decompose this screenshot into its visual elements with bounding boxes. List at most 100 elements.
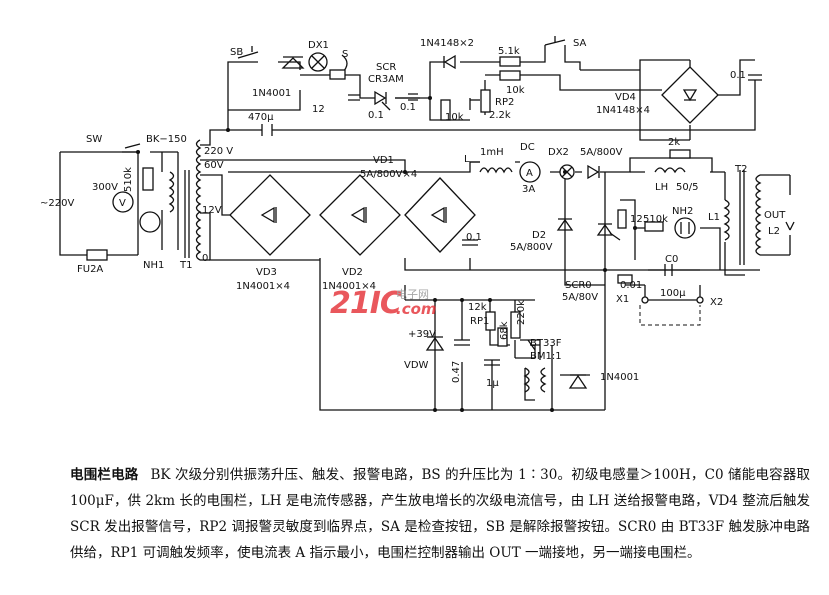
label-d2-part: 5A/800V (510, 242, 553, 253)
label-tap-60v: 60V (204, 160, 224, 171)
label-v: V (119, 198, 126, 209)
junction-dots (136, 96, 637, 412)
switch-sa (544, 36, 566, 46)
resistor-10k-top (499, 70, 521, 81)
label-out: OUT (764, 210, 786, 221)
label-nh1: NH1 (143, 260, 164, 271)
label-tap-12v: 12V (202, 205, 222, 216)
scr-cr3am (374, 90, 391, 111)
label-10k-low: 10k (445, 112, 464, 123)
label-bk150: BK−150 (146, 134, 187, 145)
label-x1: X1 (616, 294, 629, 305)
label-nh2: NH2 (672, 206, 693, 217)
label-l2: L2 (768, 226, 780, 237)
label-0.1-mid: 0.1 (466, 232, 482, 243)
label-0.1-scr: 0.1 (368, 110, 384, 121)
capacitor-0.1-a (348, 94, 360, 101)
watermark-domain: .com (396, 300, 437, 318)
inductor-l (479, 167, 513, 174)
capacitor-1u (484, 359, 500, 366)
fuse (86, 249, 108, 261)
label-rp1: RP1 (470, 316, 489, 327)
label-lh: LH (655, 182, 668, 193)
label-c0: C0 (665, 254, 678, 265)
circuit-schematic: SB DX1 S SCR CR3AM 1N4148×2 5.1k SA 10k … (40, 36, 795, 412)
label-10k-top: 10k (506, 85, 525, 96)
bridge-vd3 (229, 174, 311, 256)
label-1n4001-bottom: 1N4001 (600, 372, 639, 383)
transformer-bk-secondary (195, 139, 202, 261)
label-2k: 2k (668, 137, 680, 148)
label-vd1-part: 5A/800V×4 (360, 169, 417, 180)
label-sw: SW (86, 134, 102, 145)
caption-title: 电围栏电路 (70, 467, 139, 483)
diode-1n4001-top (281, 56, 305, 69)
resistor-220k (510, 311, 521, 339)
label-470u: 470μ (248, 112, 274, 123)
component-labels: SB DX1 S SCR CR3AM 1N4148×2 5.1k SA 10k … (40, 38, 786, 389)
label-39v: +39V (408, 329, 436, 340)
capacitor-0.47 (454, 339, 470, 346)
label-12-b: 12 (630, 214, 643, 225)
diode-1n4148x2 (443, 54, 456, 70)
label-s: S (342, 49, 348, 60)
current-sensor-lh (654, 167, 686, 174)
label-scr0-part: 5A/80V (562, 292, 598, 303)
label-100u: 100μ (660, 288, 686, 299)
label-1n4148x2: 1N4148×2 (420, 38, 474, 49)
label-3a: 3A (522, 184, 535, 195)
label-1n4001-left: 1N4001 (252, 88, 291, 99)
ujt-bt33f (527, 339, 540, 351)
label-vd3-part: 1N4001×4 (236, 281, 290, 292)
label-0.01: 0.01 (620, 280, 642, 291)
terminal-x1 (641, 296, 649, 304)
capacitor-0.1-b (408, 93, 418, 101)
bridge-vd2 (319, 174, 401, 256)
diode-1n4001-bottom (568, 374, 588, 389)
diode-d2 (556, 218, 574, 231)
label-220v-in: ~220V (40, 198, 74, 209)
label-0.1-small: 0.1 (400, 102, 416, 113)
label-tap-220v: 220 V (204, 146, 233, 157)
watermark-number: 21IC (330, 286, 402, 321)
resistor-2k (669, 149, 691, 159)
label-2.2k: 2.2k (489, 110, 511, 121)
label-1n4148x4: 1N4148×4 (596, 105, 650, 116)
label-d2: D2 (532, 230, 546, 241)
label-vd3: VD3 (256, 267, 277, 278)
transformer-t2-secondary (755, 174, 762, 256)
label-sa: SA (573, 38, 587, 49)
scr0 (596, 223, 621, 241)
switch-sb (237, 46, 259, 59)
label-1u: 1μ (486, 378, 499, 389)
label-5.1k: 5.1k (498, 46, 520, 57)
label-rp2: RP2 (495, 97, 514, 108)
label-vd1: VD1 (373, 155, 394, 166)
label-0.1-right: 0.1 (730, 70, 746, 81)
label-bt33f: BT33F (530, 338, 562, 349)
terminal-x2 (696, 296, 704, 304)
resistor-0.01 (617, 274, 633, 284)
capacitor-0.1-right (748, 74, 762, 81)
label-a: A (526, 168, 533, 179)
capacitor-c0 (664, 264, 673, 276)
transformer-t2-primary (723, 199, 730, 241)
resistor-12-b (617, 209, 627, 229)
label-tap-0: 0 (202, 253, 208, 264)
voltmeter (112, 191, 134, 213)
label-510k-right: 510k (643, 214, 668, 225)
resistor-510k-right (644, 221, 664, 232)
label-cr3am: CR3AM (368, 74, 404, 85)
label-x2: X2 (710, 297, 723, 308)
neon-lamp-nh1 (139, 211, 161, 233)
bridge-vd4 (661, 66, 719, 124)
transformer-bk-primary (168, 171, 175, 213)
resistor-10k-low (440, 99, 451, 121)
site-watermark-logo: 21IC 电子网 .com (330, 280, 470, 330)
label-lh-ratio: 50/5 (676, 182, 698, 193)
label-scr0: SCR0 (565, 280, 592, 291)
ammeter-a (519, 161, 541, 183)
label-dc: DC (520, 142, 535, 153)
label-l: L (464, 154, 470, 165)
label-vd4: VD4 (615, 92, 636, 103)
